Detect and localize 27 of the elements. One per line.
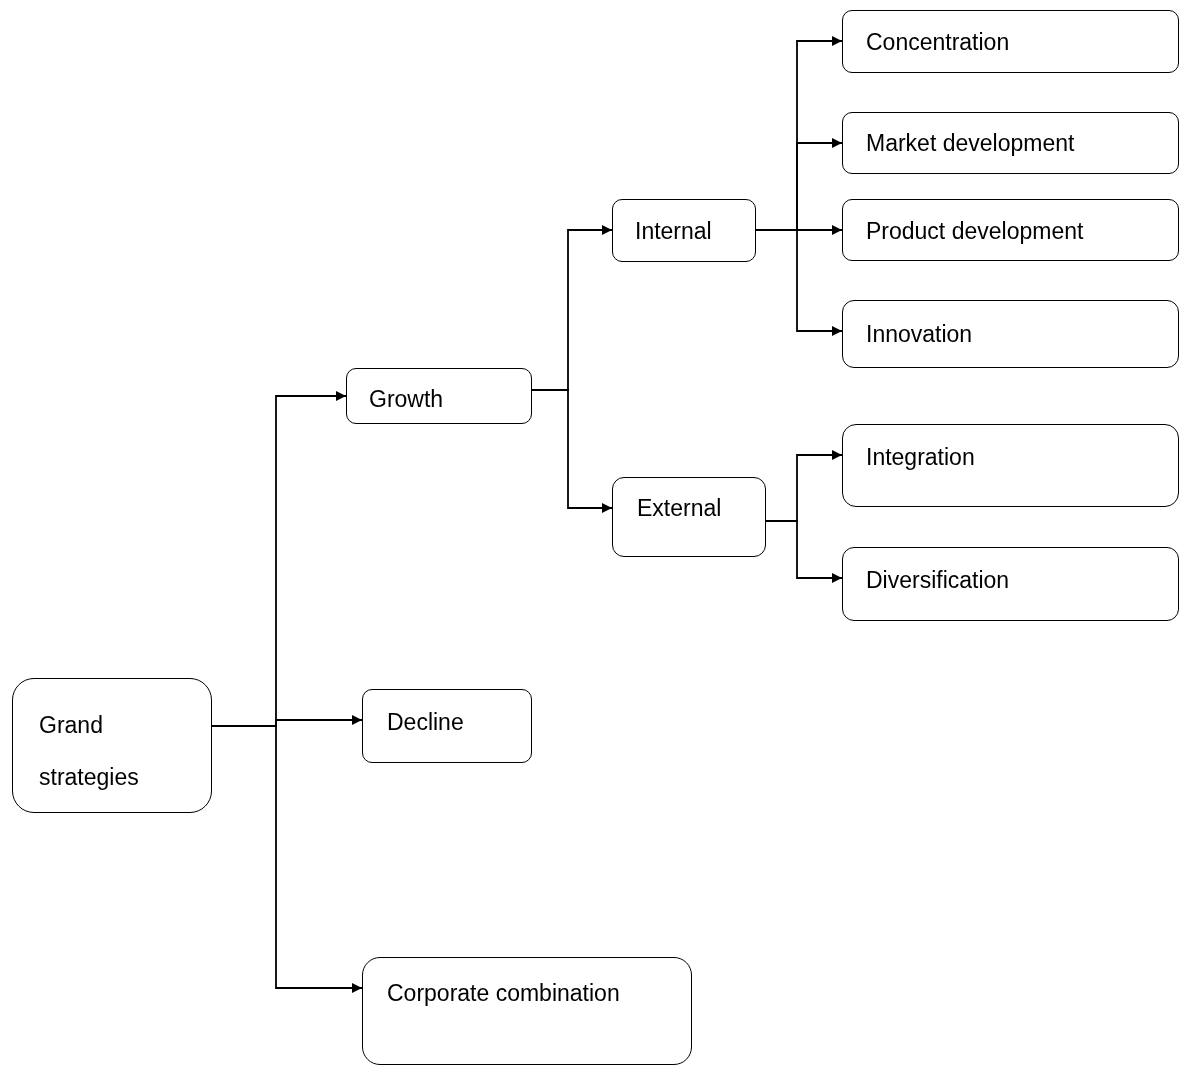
- box-label: Concentration: [866, 28, 1011, 57]
- process-box: [842, 199, 1179, 261]
- box-label: Diversification: [866, 566, 1011, 595]
- box-label: Product development: [866, 217, 1085, 246]
- process-box: [842, 424, 1179, 507]
- process-box: [842, 10, 1179, 73]
- box-label: Corporate combination: [387, 979, 621, 1008]
- box-label: Integration: [866, 443, 976, 472]
- box-label: Grand strategies: [39, 711, 140, 792]
- process-box: [842, 300, 1179, 368]
- box-label: Market development: [866, 129, 1076, 158]
- process-box: [842, 547, 1179, 621]
- process-box: [612, 199, 756, 262]
- box-label: External: [637, 494, 723, 523]
- process-box: [362, 689, 532, 763]
- process-box: [12, 678, 212, 813]
- process-box: [362, 957, 692, 1065]
- arrow: [765, 520, 843, 583]
- box-label: Decline: [387, 708, 465, 737]
- box-label: Internal: [635, 217, 713, 246]
- process-box: [612, 477, 766, 557]
- process-box: [346, 368, 532, 424]
- process-box: [842, 112, 1179, 174]
- arrow: [755, 229, 843, 336]
- box-label: Growth: [369, 385, 445, 414]
- box-label: Innovation: [866, 320, 974, 349]
- arrow: [531, 389, 613, 513]
